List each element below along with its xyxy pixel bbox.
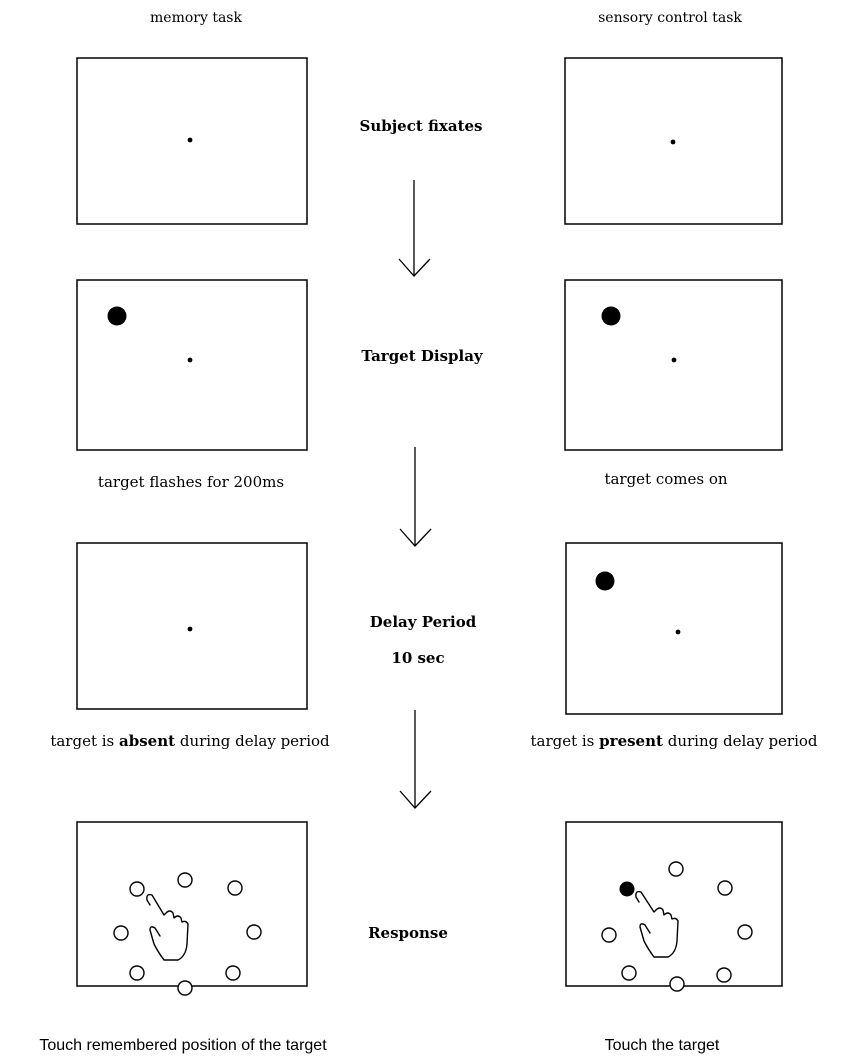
response-circle-icon [129,881,145,897]
control-delay-panel [565,542,783,715]
sensory-control-task-header: sensory control task [598,10,742,26]
memory-task-header: memory task [150,10,242,26]
down-arrow-icon [398,180,431,277]
fixation-dot-icon [671,357,677,363]
memory-fixate-panel [76,57,308,225]
stage-subject-fixates: Subject fixates [360,117,483,135]
fixation-dot-icon [187,626,193,632]
response-circle-icon [177,980,193,996]
control-target-panel [564,279,783,451]
response-circle-icon [129,965,145,981]
response-circle-icon [601,927,617,943]
fixation-dot-icon [675,629,681,635]
response-circle-icon [177,872,193,888]
down-arrow-icon [399,447,432,547]
fixation-dot-icon [670,139,676,145]
response-circles [601,861,753,992]
response-circle-icon [246,924,262,940]
fixation-dot-icon [187,137,193,143]
stage-delay-duration: 10 sec [391,649,444,667]
memory-delay-caption: target is absent during delay period [50,732,330,750]
control-delay-caption: target is present during delay period [530,732,817,750]
target-dot-icon [619,881,635,897]
stage-target-display: Target Display [361,347,484,365]
memory-target-caption: target flashes for 200ms [98,473,284,491]
response-circle-icon [113,925,129,941]
response-circle-icon [227,880,243,896]
target-dot-icon [601,306,621,326]
target-dot-icon [595,571,615,591]
response-circle-icon [716,967,732,983]
memory-response-caption: Touch remembered position of the target [39,1037,327,1054]
memory-response-panel [76,821,308,996]
control-fixate-panel [564,57,783,225]
response-circle-icon [669,976,685,992]
down-arrow-icon [399,710,432,809]
stage-delay-period: Delay Period [370,613,477,631]
pointing-hand-icon [146,893,189,961]
target-dot-icon [107,306,127,326]
memory-delay-panel [76,542,308,710]
pointing-hand-icon [635,890,679,958]
response-circle-icon [717,880,733,896]
stage-response: Response [368,924,448,942]
memory-target-panel [76,279,308,451]
control-target-caption: target comes on [604,470,727,488]
response-circle-icon [225,965,241,981]
control-response-caption: Touch the target [605,1037,720,1054]
control-response-panel [565,821,783,992]
response-circle-icon [737,924,753,940]
fixation-dot-icon [187,357,193,363]
response-circle-icon [621,965,637,981]
response-circles [113,872,262,996]
response-circle-icon [668,861,684,877]
